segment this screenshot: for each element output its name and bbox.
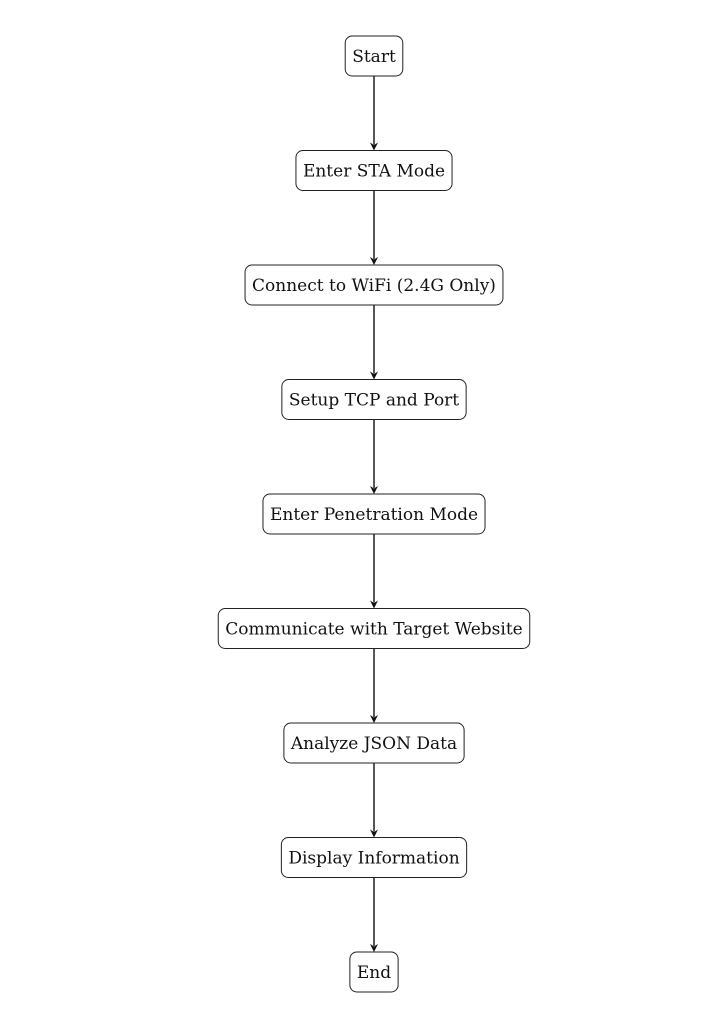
flow-node-display-info: Display Information (280, 837, 468, 878)
flow-node-sta-mode: Enter STA Mode (295, 150, 453, 191)
node-box (217, 608, 531, 649)
flow-arrow-display-info-to-end (370, 877, 378, 952)
flow-arrow-start-to-sta-mode (370, 76, 378, 151)
arrow-head-icon (370, 371, 378, 380)
arrow-head-icon (370, 715, 378, 723)
node-label: End (357, 963, 391, 983)
edges-layer (370, 76, 378, 952)
arrow-head-icon (370, 944, 378, 952)
node-box (244, 264, 504, 306)
node-label: Display Information (288, 849, 459, 869)
node-box (283, 722, 465, 764)
flow-arrow-communicate-to-analyze-json (370, 648, 378, 723)
flow-arrow-setup-tcp-to-penetration-mode (370, 419, 378, 494)
node-box (295, 150, 453, 191)
node-box (344, 35, 404, 77)
node-label: Start (352, 47, 396, 67)
node-label: Enter Penetration Mode (270, 505, 478, 525)
flow-node-connect-wifi: Connect to WiFi (2.4G Only) (244, 264, 504, 306)
node-label: Communicate with Target Website (225, 620, 522, 640)
node-box (349, 951, 399, 993)
flow-node-communicate: Communicate with Target Website (217, 608, 531, 649)
node-label: Analyze JSON Data (290, 734, 457, 754)
flow-node-setup-tcp: Setup TCP and Port (281, 379, 467, 420)
flow-node-penetration-mode: Enter Penetration Mode (262, 493, 486, 535)
flow-arrow-connect-wifi-to-setup-tcp (370, 305, 378, 380)
arrow-head-icon (370, 829, 378, 838)
flow-node-start: Start (344, 35, 404, 77)
node-label: Connect to WiFi (2.4G Only) (252, 276, 496, 296)
flow-node-analyze-json: Analyze JSON Data (283, 722, 465, 764)
node-label: Setup TCP and Port (289, 391, 459, 411)
arrow-head-icon (370, 486, 378, 494)
flow-arrow-penetration-mode-to-communicate (370, 534, 378, 609)
node-box (262, 493, 486, 535)
arrow-head-icon (370, 142, 378, 151)
flow-arrow-sta-mode-to-connect-wifi (370, 190, 378, 265)
arrow-head-icon (370, 257, 378, 265)
flow-arrow-analyze-json-to-display-info (370, 763, 378, 838)
node-box (281, 379, 467, 420)
arrow-head-icon (370, 600, 378, 609)
flow-node-end: End (349, 951, 399, 993)
node-label: Enter STA Mode (303, 162, 445, 182)
node-box (280, 837, 468, 878)
